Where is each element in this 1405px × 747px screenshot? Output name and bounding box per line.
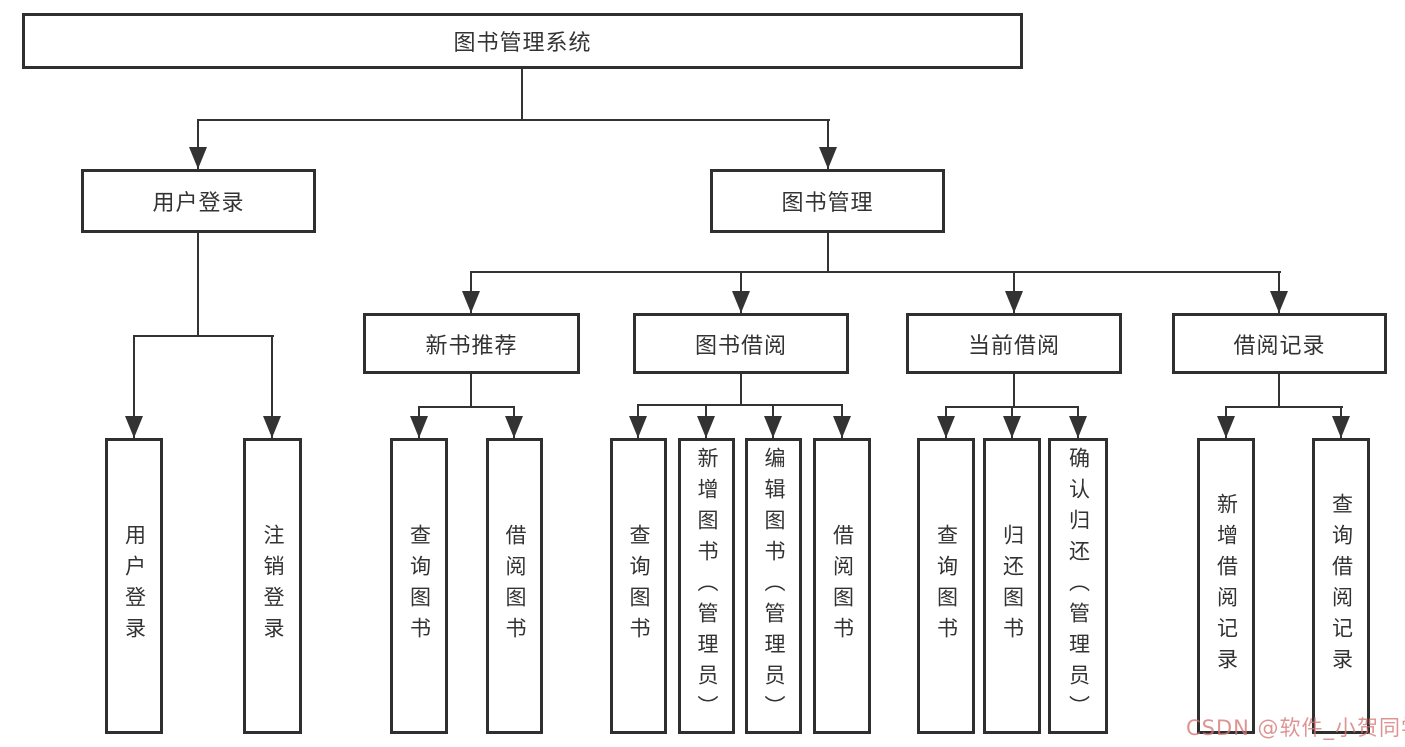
connector-line [197, 233, 199, 337]
node-label: 查询图书 [934, 524, 959, 648]
arrowhead-icon [764, 416, 782, 438]
arrowhead-icon [1003, 416, 1021, 438]
arrowhead-icon [629, 416, 647, 438]
node-label: 图书管理系统 [453, 31, 592, 56]
connector-line [418, 406, 515, 408]
node-book-management: 图书管理 [710, 169, 945, 233]
leaf-query-books-borrowing: 查询图书 [610, 438, 667, 734]
leaf-query-books-current: 查询图书 [917, 438, 975, 734]
node-label: 查询图书 [627, 524, 651, 648]
node-label: 归还图书 [1000, 524, 1025, 648]
node-label: 注销登录 [261, 524, 285, 648]
connector-line [470, 374, 472, 408]
node-label: 新书推荐 [425, 333, 518, 359]
node-label: 查询图书 [407, 524, 432, 648]
connector-line [1013, 374, 1015, 408]
arrowhead-icon [1332, 416, 1350, 438]
leaf-edit-books-admin: 编辑图书（管理员） [745, 438, 802, 734]
leaf-logout: 注销登录 [243, 438, 302, 734]
leaf-confirm-return-admin: 确认归还（管理员） [1048, 438, 1108, 734]
arrowhead-icon [189, 147, 207, 169]
arrowhead-icon [462, 291, 480, 313]
connector-line [827, 233, 829, 273]
node-label: 借阅图书 [503, 524, 527, 648]
leaf-return-books: 归还图书 [983, 438, 1041, 734]
arrowhead-icon [505, 416, 523, 438]
node-label: 借阅图书 [830, 524, 855, 648]
node-label: 查询借阅记录 [1329, 493, 1354, 679]
node-label: 图书管理 [781, 191, 874, 216]
leaf-borrow-books: 借阅图书 [813, 438, 871, 734]
leaf-add-borrow-record: 新增借阅记录 [1197, 438, 1255, 734]
connector-line [1278, 374, 1280, 408]
connector-line [133, 335, 135, 438]
csdn-watermark: CSDN @软件_小贺同学 [1186, 716, 1405, 740]
arrowhead-icon [1069, 416, 1087, 438]
node-label: 确认归还（管理员） [1066, 446, 1091, 726]
node-new-book-recommend: 新书推荐 [363, 313, 580, 374]
connector-line [1225, 406, 1343, 408]
connector-line [827, 119, 829, 169]
connector-line [271, 335, 273, 438]
connector-line [521, 69, 523, 120]
connector-line [197, 119, 830, 121]
arrowhead-icon [937, 416, 955, 438]
arrowhead-icon [1005, 291, 1023, 313]
arrowhead-icon [263, 416, 281, 438]
node-label: 用户登录 [152, 191, 245, 216]
connector-line [197, 119, 199, 169]
arrowhead-icon [125, 416, 143, 438]
node-borrow-records: 借阅记录 [1172, 313, 1387, 374]
leaf-query-borrow-record: 查询借阅记录 [1312, 438, 1370, 734]
arrowhead-icon [697, 416, 715, 438]
node-current-borrowing: 当前借阅 [906, 313, 1122, 374]
node-label: 新增借阅记录 [1214, 493, 1239, 679]
node-book-borrowing: 图书借阅 [633, 313, 849, 374]
arrowhead-icon [410, 416, 428, 438]
leaf-user-login: 用户登录 [105, 438, 163, 734]
node-label: 图书借阅 [694, 333, 787, 359]
leaf-add-books-admin: 新增图书（管理员） [678, 438, 735, 734]
node-label: 编辑图书（管理员） [762, 446, 786, 726]
leaf-query-books-recommend: 查询图书 [390, 438, 448, 734]
node-label: 用户登录 [122, 524, 147, 648]
connector-line [470, 271, 1281, 273]
node-label: 当前借阅 [967, 333, 1060, 359]
arrowhead-icon [1270, 291, 1288, 313]
node-user-login: 用户登录 [81, 169, 316, 233]
node-label: 借阅记录 [1233, 333, 1326, 359]
arrowhead-icon [1217, 416, 1235, 438]
connector-line [133, 335, 274, 337]
connector-line [740, 374, 742, 406]
node-label: 新增图书（管理员） [695, 446, 719, 726]
arrowhead-icon [819, 147, 837, 169]
arrowhead-icon [732, 291, 750, 313]
connector-line [637, 404, 843, 406]
node-library-management-system: 图书管理系统 [22, 13, 1023, 69]
leaf-borrow-books-recommend: 借阅图书 [486, 438, 543, 734]
arrowhead-icon [833, 416, 851, 438]
